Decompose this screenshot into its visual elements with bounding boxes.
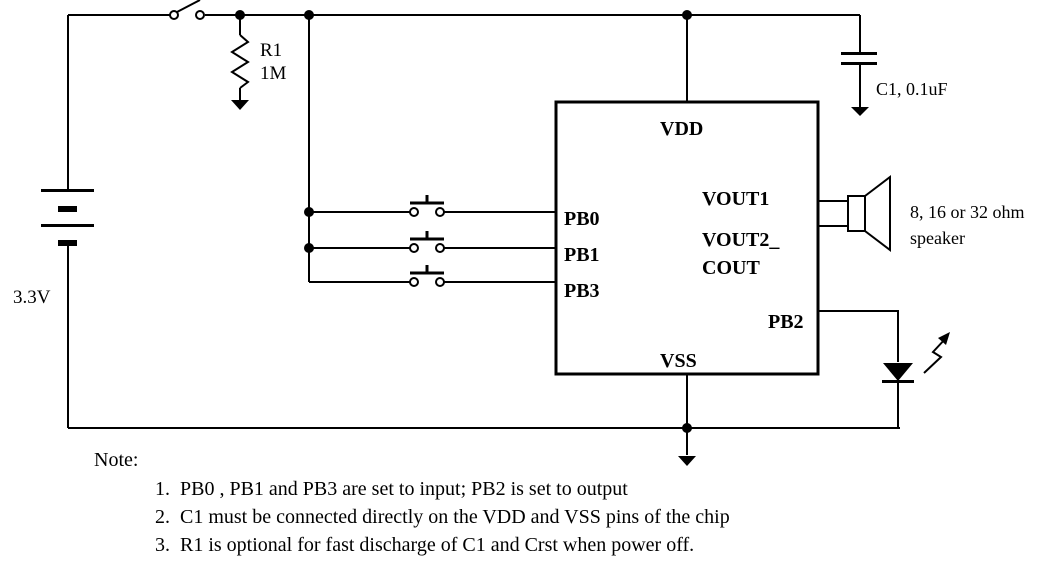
pin-cout: COUT (702, 257, 760, 279)
pin-pb1: PB1 (564, 244, 600, 266)
speaker-label-line2: speaker (910, 228, 965, 248)
speaker-label-line1: 8, 16 or 32 ohm (910, 202, 1025, 222)
battery-3v3 (41, 189, 94, 246)
wire-pb2-led (818, 310, 899, 362)
junction-dot (682, 423, 692, 433)
battery-label: 3.3V (13, 287, 51, 308)
resistor-name-label: R1 (260, 40, 283, 61)
capacitor-c1 (841, 52, 877, 65)
chip-body (554, 100, 820, 376)
pin-vdd: VDD (660, 118, 704, 140)
junction-dot (304, 207, 314, 217)
pin-pb0: PB0 (564, 208, 600, 230)
capacitor-label: C1, 0.1uF (876, 79, 948, 99)
junction-dot (682, 10, 692, 20)
note-number: 3. (155, 534, 170, 556)
pin-vout1: VOUT1 (702, 188, 770, 210)
ground-main-icon (678, 456, 696, 466)
power-switch (169, 0, 205, 20)
push-button-pb0 (409, 195, 445, 217)
junction-dot (304, 10, 314, 20)
pin-pb2: PB2 (768, 311, 804, 333)
note-number: 1. (155, 478, 170, 500)
pin-vss: VSS (660, 350, 697, 372)
resistor-r1 (230, 34, 250, 89)
speaker-icon (847, 174, 891, 253)
pin-vout2: VOUT2_ (702, 229, 780, 251)
junction-dot (235, 10, 245, 20)
note-text: C1 must be connected directly on the VDD… (180, 506, 730, 528)
note-text: R1 is optional for fast discharge of C1 … (180, 534, 695, 556)
ground-r1-icon (231, 100, 249, 110)
note-number: 2. (155, 506, 170, 528)
junction-dot (304, 243, 314, 253)
push-button-pb1 (409, 231, 445, 253)
notes-heading: Note: (94, 449, 139, 471)
led-icon (882, 332, 950, 383)
push-button-pb3 (409, 265, 445, 287)
pin-pb3: PB3 (564, 280, 600, 302)
ground-c1-icon (851, 107, 869, 116)
resistor-value-label: 1M (260, 63, 287, 84)
note-text: PB0 , PB1 and PB3 are set to input; PB2 … (180, 478, 628, 500)
